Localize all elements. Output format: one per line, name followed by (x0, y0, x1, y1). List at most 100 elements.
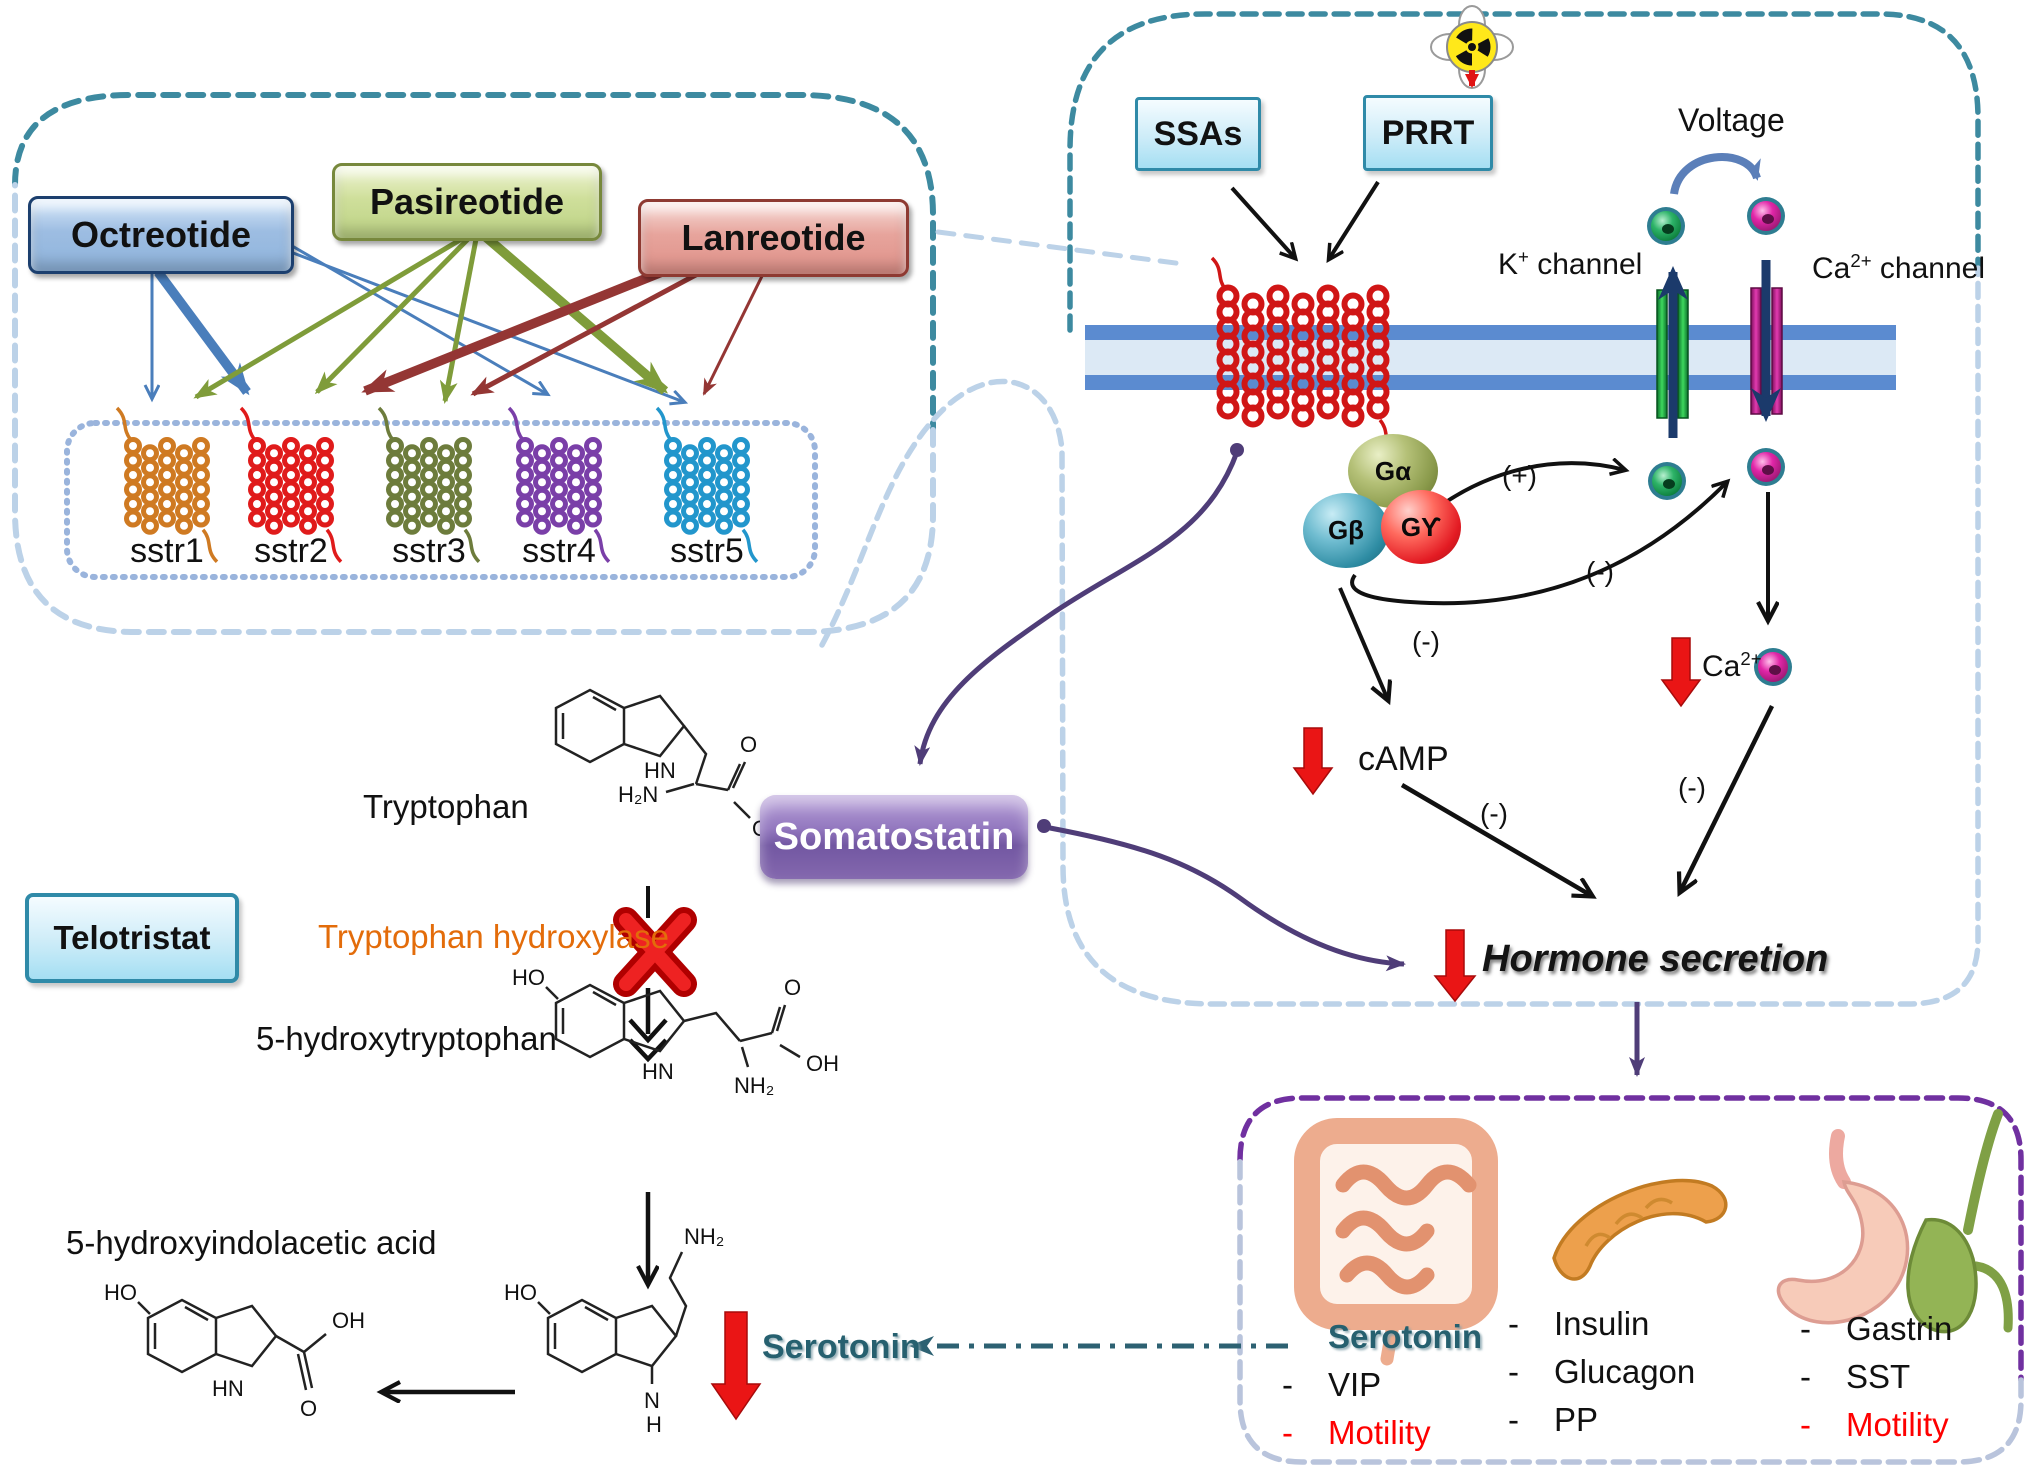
minus-label-camp-hormone: (-) (1480, 798, 1508, 829)
tryptophan-structure: HN H₂N O OH (554, 688, 785, 841)
svg-text:H: H (646, 1412, 662, 1437)
k-ion-in-icon (1648, 462, 1686, 500)
arrow-pasireotide-to-sstr3 (439, 233, 480, 404)
item-dash: - (1800, 1310, 1811, 1347)
organ-item-motility: -Motility (1800, 1406, 1952, 1444)
sstr3-label: sstr3 (392, 532, 466, 570)
fivehiaa-structure: HO HN O OH (104, 1280, 365, 1421)
right-panel-border (819, 11, 1981, 1007)
gprotein-minus-arrow (1350, 482, 1727, 606)
ca-decrease-arrow (1660, 637, 1702, 708)
g-beta-subunit: Gβ (1303, 493, 1389, 568)
pasireotide-label: Pasireotide (369, 181, 565, 222)
sstr3-glyph (377, 406, 481, 563)
arrow-lanreotide-to-sstr5 (702, 269, 767, 396)
minus-label-ca-hormone: (-) (1678, 772, 1706, 803)
ssas-label: SSAs (1153, 114, 1243, 153)
svg-text:O: O (784, 975, 801, 1000)
ca-ion-in-icon (1747, 448, 1785, 486)
sstr-membrane-receptor (1210, 256, 1396, 454)
arrow-pasireotide-to-sstr1 (193, 231, 472, 400)
intestine-icon (1294, 1118, 1498, 1366)
k-channel-label: K+ channel (1498, 246, 1643, 281)
item-dash: - (1282, 1366, 1293, 1403)
organ-item-gastrin: -Gastrin (1800, 1310, 1952, 1348)
pancreas-hormone-list: -Insulin-Glucagon-PP (1508, 1305, 1695, 1439)
left-panel-border (12, 92, 936, 635)
svg-text:HO: HO (504, 1280, 537, 1305)
somatostatin-to-hormone-curve (1049, 825, 1406, 972)
organ-item-serotonin: Serotonin (1282, 1318, 1482, 1356)
left-panel-border-pale (12, 182, 936, 635)
organ-item-pp: -PP (1508, 1401, 1695, 1439)
item-dash: - (1800, 1406, 1811, 1443)
item-label: PP (1554, 1401, 1599, 1438)
organ-item-vip: -VIP (1282, 1366, 1482, 1404)
ca-ion-low-icon (1754, 648, 1792, 686)
item-label: VIP (1328, 1366, 1382, 1403)
hormone-decrease-arrow (1433, 929, 1477, 1003)
somatostatin-anchor-dot (1037, 819, 1051, 833)
stomach-hormone-list: -Gastrin-SST-Motility (1800, 1310, 1952, 1444)
svg-text:HN: HN (644, 758, 676, 783)
telotristat-label: Telotristat (53, 919, 211, 956)
serotonin-decrease-arrow (710, 1311, 762, 1421)
arrow-lanreotide-to-sstr2 (361, 263, 674, 396)
ca-to-hormone-arrow (1680, 705, 1775, 892)
item-dash: - (1508, 1305, 1519, 1342)
svg-text:NH₂: NH₂ (734, 1073, 774, 1098)
item-dash: - (1800, 1358, 1811, 1395)
sstr4-glyph (507, 406, 611, 563)
ssas-to-receptor-arrow (1230, 186, 1295, 258)
serotonin-label: Serotonin (762, 1328, 921, 1366)
svg-text:HN: HN (212, 1376, 244, 1401)
sstr5-glyph (655, 406, 759, 563)
receptor-to-somatostatin-curve (914, 451, 1240, 766)
lanreotide-label: Lanreotide (681, 217, 866, 258)
blocked-reaction-x-icon (613, 907, 697, 997)
organ-item-glucagon: -Glucagon (1508, 1353, 1695, 1391)
k-ion-out-icon (1647, 207, 1685, 245)
somatostatin-label: Somatostatin (773, 815, 1015, 858)
membrane-receptor-glyph (1210, 256, 1396, 454)
organs-border-pale (1237, 1157, 2024, 1465)
tryptophan-label: Tryptophan (363, 788, 529, 825)
prrt-box: PRRT (1363, 95, 1493, 171)
svg-text:N: N (644, 1388, 660, 1413)
ca-ion-out-icon (1747, 197, 1785, 235)
camp-to-hormone-arrow (1400, 783, 1592, 896)
stomach-icon (1776, 1129, 1910, 1325)
item-label: Glucagon (1554, 1353, 1696, 1390)
prrt-label: PRRT (1381, 113, 1475, 152)
lanreotide-box: Lanreotide (638, 199, 909, 277)
sstr2-glyph (239, 406, 343, 563)
svg-text:NH₂: NH₂ (684, 1224, 724, 1249)
item-label: Motility (1328, 1414, 1431, 1451)
minus-label-gbg: (-) (1586, 556, 1614, 587)
receptor-row-border (64, 420, 818, 580)
fivehtp-structure: HO HN O OH NH₂ (512, 965, 839, 1098)
arrow-octreotide-to-sstr5 (287, 249, 684, 402)
svg-text:HN: HN (642, 1059, 674, 1084)
sstr1-glyph (115, 406, 219, 563)
organs-panel-border (1237, 1095, 2024, 1465)
svg-text:OH: OH (332, 1308, 365, 1333)
g-gamma-subunit: Gϒ (1381, 490, 1461, 564)
fivehtp-label: 5-hydroxytryptophan (256, 1020, 557, 1057)
sstr2-label: sstr2 (254, 532, 328, 570)
ca-ion-label: Ca2+ (1702, 648, 1762, 683)
octreotide-box: Octreotide (28, 196, 294, 274)
zoom-connector-line (935, 229, 1186, 267)
svg-text:OH: OH (806, 1051, 839, 1076)
gallbladder-icon (1906, 1109, 2013, 1334)
minus-label-camp-arrow: (-) (1412, 626, 1440, 657)
right-panel-border-teal (1067, 11, 1981, 333)
item-dash: - (1282, 1414, 1293, 1451)
arrow-octreotide-to-sstr2 (154, 269, 251, 396)
plus-label: (+) (1502, 460, 1537, 491)
item-label: Gastrin (1846, 1310, 1953, 1347)
voltage-label: Voltage (1678, 102, 1785, 138)
